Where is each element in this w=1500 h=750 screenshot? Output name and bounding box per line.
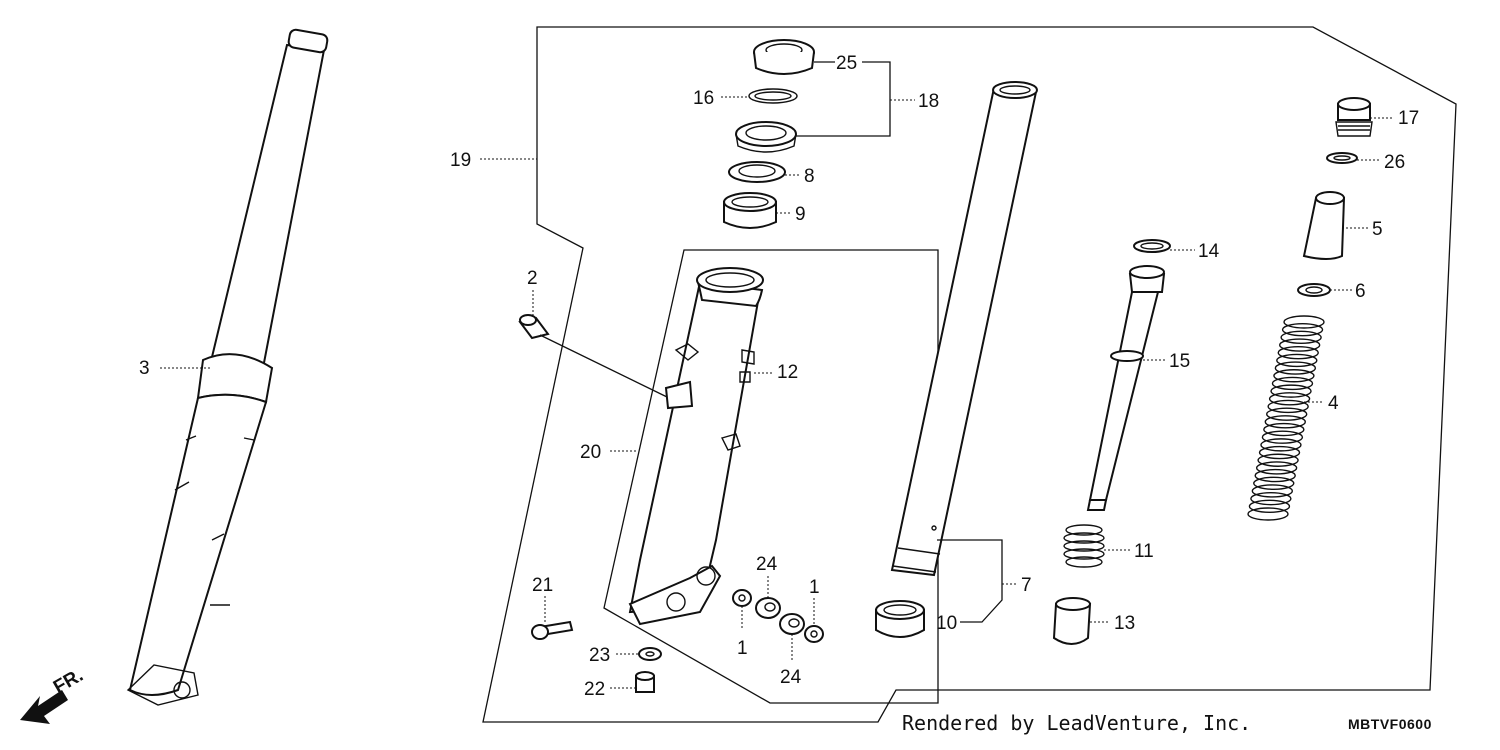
fork-bolt-part-17 [1335, 97, 1373, 137]
fork-spring-part-4 [1247, 315, 1325, 521]
washer-part-8 [728, 161, 786, 183]
spring-coil [1267, 399, 1309, 414]
callout-13: 13 [1114, 613, 1135, 634]
spring-coil [1283, 315, 1325, 329]
nut-part-1b [804, 625, 824, 643]
bolt-part-22 [635, 671, 655, 693]
callout-17: 17 [1398, 108, 1419, 129]
spring-coil [1257, 453, 1299, 467]
ring-part-14 [1133, 239, 1171, 253]
spring-coil [1248, 499, 1291, 514]
fork-pipe-part-7 [890, 81, 1038, 577]
callout-15: 15 [1169, 351, 1190, 372]
rebound-spring-part-11 [1063, 524, 1105, 568]
front-direction-arrow [20, 690, 68, 724]
bolt-part-21 [531, 620, 574, 640]
callout-5: 5 [1372, 219, 1383, 240]
assembly-20-outline [603, 249, 939, 704]
callout-18: 18 [918, 91, 939, 112]
callout-7: 7 [1021, 575, 1032, 596]
spring-coil [1277, 346, 1319, 360]
callout-16: 16 [693, 88, 714, 109]
oil-lock-piece-part-13 [1052, 597, 1092, 645]
credit-text: Rendered by LeadVenture, Inc. [902, 711, 1252, 735]
callout-8: 8 [804, 166, 815, 187]
callout-3: 3 [139, 358, 150, 379]
spring-coil [1251, 484, 1294, 498]
washer-part-6 [1297, 283, 1331, 297]
spring-coil [1247, 507, 1289, 521]
callout-9: 9 [795, 204, 806, 225]
washer-part-23 [638, 647, 662, 661]
spring-coil [1281, 322, 1324, 337]
callout-1-right: 1 [809, 577, 820, 598]
spring-coil [1255, 461, 1298, 475]
diagram-code: MBTVF0600 [1348, 716, 1432, 732]
bottom-case-part-20 [628, 267, 764, 626]
callout-24-top: 24 [756, 554, 778, 575]
spring-coil [1271, 376, 1314, 391]
spring-coil [1264, 415, 1306, 429]
callout-6: 6 [1355, 281, 1366, 302]
bushing-part-10 [875, 600, 925, 638]
spring-coil [1266, 407, 1308, 421]
dowel-part-2 [518, 314, 550, 340]
callout-12: 12 [777, 362, 798, 383]
spring-coil [1274, 361, 1317, 375]
callout-21: 21 [532, 575, 553, 596]
spring-coil [1253, 476, 1295, 490]
callout-24-bottom: 24 [780, 667, 802, 688]
spring-coil [1258, 445, 1301, 460]
spring-coil [1261, 430, 1304, 444]
callout-2: 2 [527, 268, 538, 289]
callout-20: 20 [580, 442, 601, 463]
seal-part-18 [735, 121, 797, 153]
callout-22: 22 [584, 679, 605, 700]
spring-coil [1273, 369, 1315, 383]
collar-part-24a [755, 597, 781, 619]
collar-part-24b [779, 613, 805, 635]
spring-coil [1260, 438, 1302, 452]
spring-coil [1280, 330, 1322, 345]
bushing-part-9 [723, 192, 777, 229]
spring-coil [1254, 468, 1296, 483]
spring-coil [1268, 392, 1311, 406]
spring-coil [1270, 384, 1312, 398]
direction-label: FR. [50, 665, 87, 698]
callout-10: 10 [936, 613, 957, 634]
piston-rod-part-15 [1086, 265, 1166, 511]
callout-labels: 3 19 25 16 18 8 9 2 12 20 17 26 5 14 6 1… [139, 53, 1419, 700]
callout-23: 23 [589, 645, 610, 666]
callout-4: 4 [1328, 393, 1339, 414]
callout-19: 19 [450, 150, 471, 171]
oil-seal-part-25 [753, 39, 815, 75]
callout-14: 14 [1198, 241, 1220, 262]
spacer-part-5 [1302, 191, 1346, 260]
snap-ring-part-16 [748, 88, 798, 104]
spring-coil [1278, 338, 1321, 352]
leader-lines [160, 61, 1394, 689]
callout-25: 25 [836, 53, 857, 74]
assembly-19-outline [482, 26, 1457, 723]
callout-1-left: 1 [737, 638, 748, 659]
spring-coil [1250, 491, 1292, 506]
callout-11: 11 [1134, 541, 1154, 562]
o-ring-part-26 [1326, 152, 1358, 164]
nut-part-1a [732, 589, 752, 607]
fork-assembly-part-3 [126, 28, 329, 706]
spring-coil [1263, 422, 1305, 437]
spring-coil [1276, 353, 1318, 368]
callout-26: 26 [1384, 152, 1405, 173]
